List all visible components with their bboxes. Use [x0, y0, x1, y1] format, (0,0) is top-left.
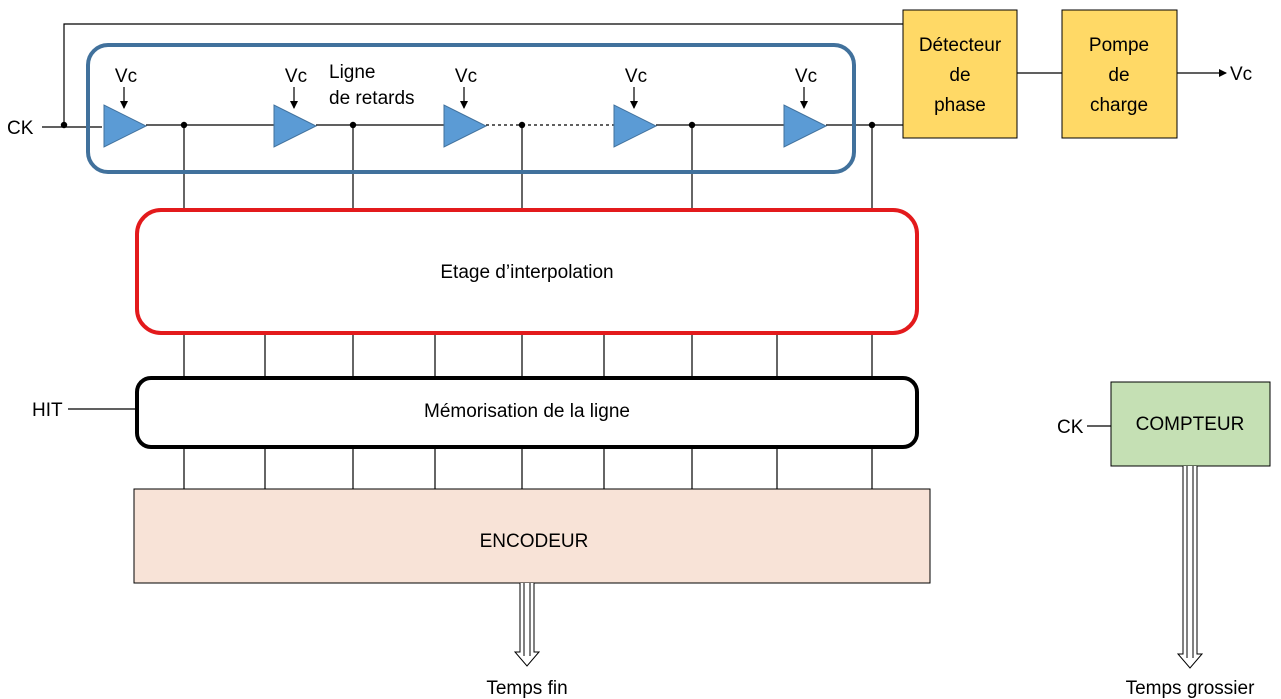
- buffer-triangle: [613, 104, 658, 148]
- charge-pump-box: [1061, 9, 1178, 139]
- encoder-label: ENCODEUR: [480, 531, 589, 552]
- ck-input-label: CK: [7, 118, 34, 139]
- fine-time-bus-arrow: [513, 583, 541, 667]
- interpolation-stage-box: [135, 208, 919, 335]
- delay-line-label-1: Ligne: [329, 62, 376, 83]
- junction-dot: [349, 121, 357, 129]
- delay-line-box: [86, 43, 856, 174]
- charge-pump-label-3: charge: [1090, 95, 1148, 116]
- phase-detector-label-1: Détecteur: [919, 35, 1002, 56]
- charge-pump-label-1: Pompe: [1089, 35, 1149, 56]
- buffer-triangle: [103, 104, 148, 148]
- memorisation-label: Mémorisation de la ligne: [424, 401, 630, 422]
- interpolation-stage-label: Etage d’interpolation: [440, 262, 613, 283]
- coarse-time-label: Temps grossier: [1126, 678, 1255, 699]
- hit-input-label: HIT: [32, 400, 63, 421]
- vc-label: Vc: [285, 66, 307, 87]
- junction-dot: [688, 121, 696, 129]
- phase-detector-label-3: phase: [934, 95, 986, 116]
- buffer-triangle: [783, 104, 828, 148]
- vc-label: Vc: [455, 66, 477, 87]
- buffer-triangle: [443, 104, 488, 148]
- phase-detector-label-2: de: [949, 65, 970, 86]
- junction-dot: [868, 121, 876, 129]
- junction-dot: [180, 121, 188, 129]
- charge-pump-label-2: de: [1108, 65, 1129, 86]
- vc-output-label: Vc: [1230, 64, 1252, 85]
- coarse-time-bus-arrow: [1176, 466, 1204, 669]
- junction-dot: [60, 121, 68, 129]
- fine-time-label: Temps fin: [486, 678, 567, 699]
- delay-buffers: [103, 104, 828, 148]
- vc-label: Vc: [625, 66, 647, 87]
- delay-line-label-2: de retards: [329, 88, 415, 109]
- junction-dot: [518, 121, 526, 129]
- ck-counter-label: CK: [1057, 417, 1084, 438]
- vc-label: Vc: [795, 66, 817, 87]
- memorisation-box: [135, 376, 919, 449]
- wires: [42, 23, 1227, 489]
- buffer-triangle: [273, 104, 318, 148]
- counter-box: [1110, 381, 1271, 467]
- encoder-box: [133, 488, 931, 584]
- junction-dots: [60, 121, 876, 129]
- phase-detector-box: [902, 9, 1018, 139]
- vc-label: Vc: [115, 66, 137, 87]
- counter-label: COMPTEUR: [1136, 414, 1245, 435]
